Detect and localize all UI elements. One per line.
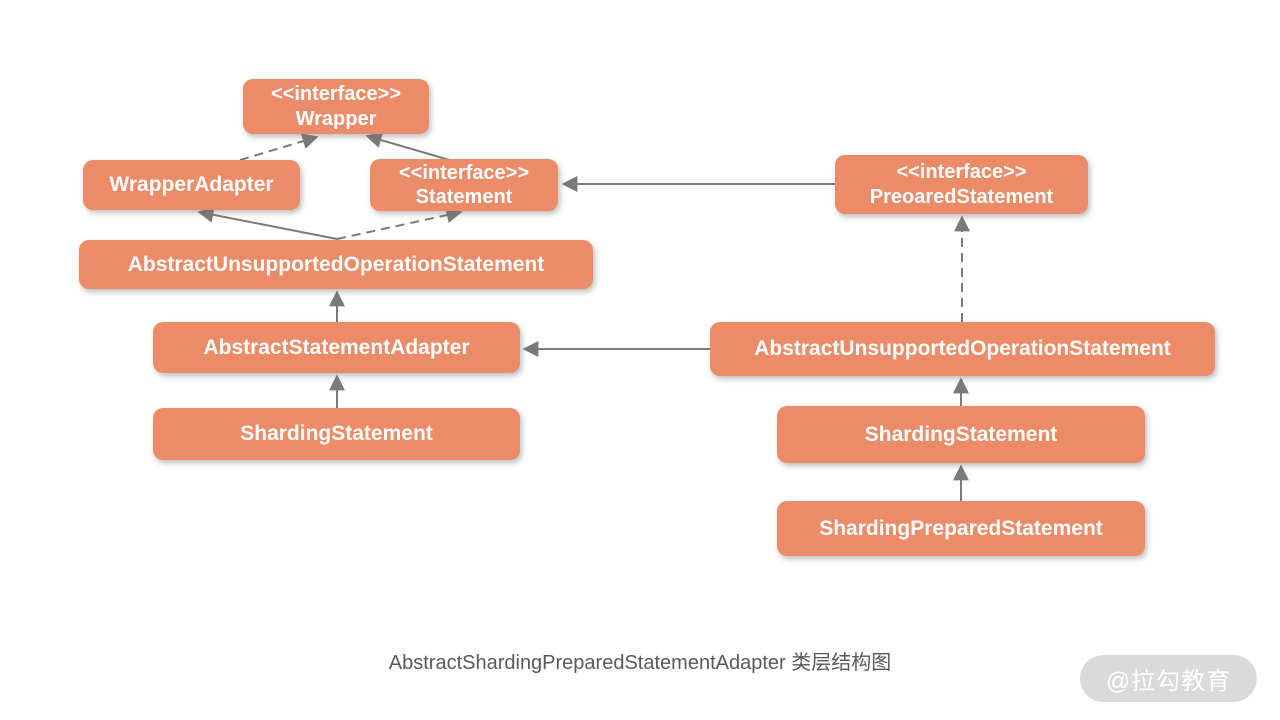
node-name: Statement (415, 186, 513, 208)
node-abstract-unsupported-operation-statement-right: AbstractUnsupportedOperationStatement (710, 322, 1215, 376)
node-stereotype: <<interface>> (896, 161, 1027, 184)
edge-absunsupleft-to-statement (336, 207, 463, 240)
watermark-text: @拉勾教育 (1105, 668, 1232, 695)
node-name: ShardingStatement (240, 422, 433, 446)
node-name: WrapperAdapter (109, 173, 274, 197)
edge-wrapperadapter-to-wrapper (239, 133, 319, 161)
node-sharding-prepared-statement: ShardingPreparedStatement (777, 501, 1145, 556)
node-name: ShardingPreparedStatement (819, 516, 1103, 540)
node-abstract-unsupported-operation-statement-left: AbstractUnsupportedOperationStatement (79, 240, 593, 289)
node-name: AbstractStatementAdapter (203, 335, 470, 359)
diagram-caption: AbstractShardingPreparedStatementAdapter… (388, 652, 892, 674)
edge-absunsupleft-to-wrapperadapter (197, 206, 338, 240)
node-name: ShardingStatement (864, 422, 1058, 446)
node-name: PreoaredStatement (869, 185, 1054, 208)
node-abstract-statement-adapter: AbstractStatementAdapter (153, 322, 520, 373)
node-wrapper-adapter: WrapperAdapter (83, 160, 300, 210)
node-preoared-statement-interface: <<interface>> PreoaredStatement (835, 155, 1088, 214)
edge-statement-to-wrapper (365, 132, 454, 162)
node-statement-interface: <<interface>> Statement (370, 159, 558, 211)
node-wrapper-interface: <<interface>> Wrapper (243, 79, 429, 134)
node-name: AbstractUnsupportedOperationStatement (127, 252, 545, 276)
node-sharding-statement-right: ShardingStatement (777, 406, 1145, 463)
node-stereotype: <<interface>> (270, 83, 402, 106)
node-name: AbstractUnsupportedOperationStatement (754, 337, 1171, 361)
node-sharding-statement-left: ShardingStatement (153, 408, 520, 460)
node-stereotype: <<interface>> (398, 161, 530, 184)
watermark-badge: @拉勾教育 (1080, 655, 1257, 702)
node-name: Wrapper (295, 107, 377, 130)
